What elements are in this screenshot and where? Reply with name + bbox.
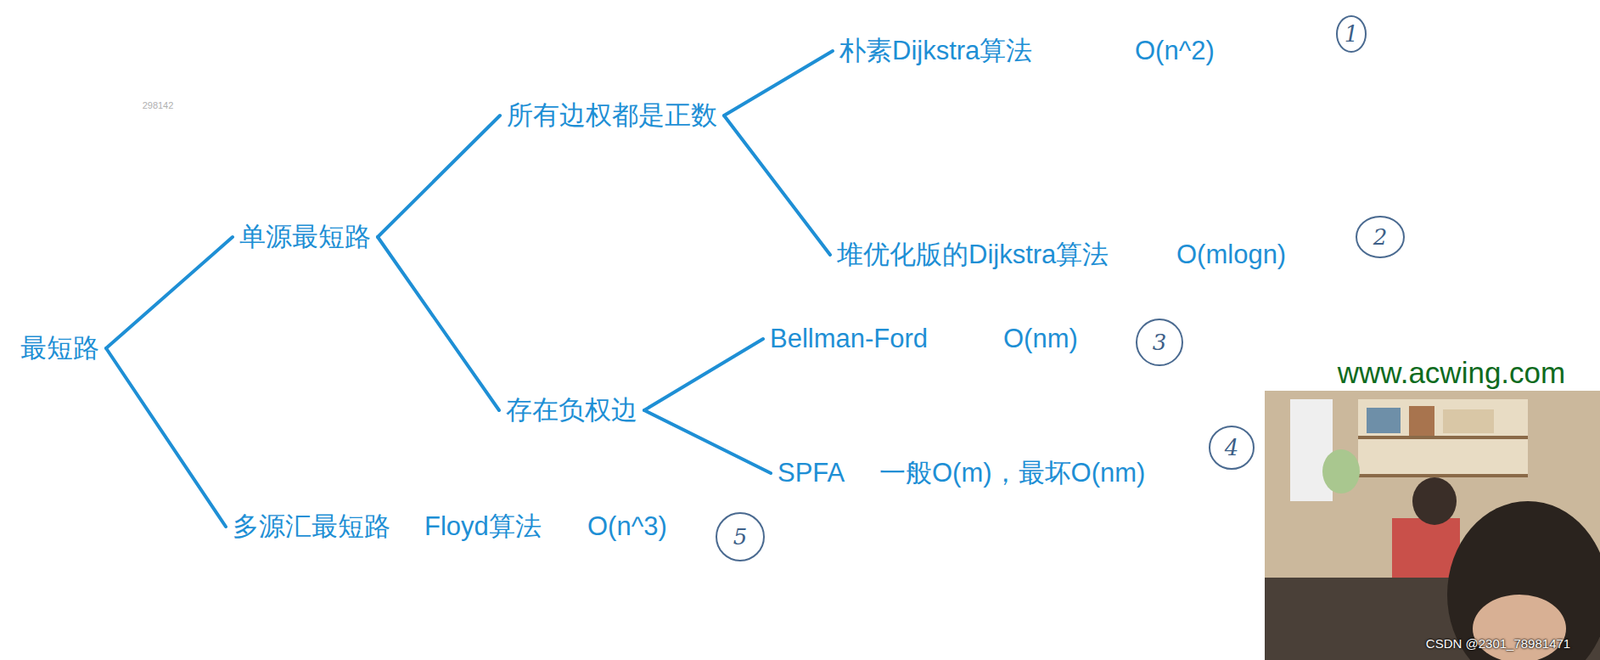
tree-node: 朴素Dijkstra算法 O(n^2): [839, 34, 1217, 68]
complexity-text: 一般O(m)，最坏O(nm): [879, 456, 1146, 489]
watermark: 298142: [142, 100, 175, 111]
callout-number: 3: [1152, 329, 1168, 355]
node-title: Bellman-Ford: [769, 322, 928, 355]
tree-node: 最短路: [20, 331, 102, 365]
node-title: 堆优化版的Dijkstra算法: [836, 238, 1109, 271]
watermark: CSDN @2301_78981471: [1425, 635, 1571, 651]
tree-node: 单源最短路: [239, 220, 373, 253]
tree-node: 存在负权边: [505, 393, 640, 427]
handwritten-circles: [716, 16, 1404, 561]
tree-branch: [377, 236, 500, 410]
tree-branch: [106, 348, 226, 527]
node-title: 朴素Dijkstra算法: [839, 34, 1033, 68]
watermark: www.acwing.com: [1337, 355, 1566, 390]
tree-branch: [644, 409, 771, 473]
complexity-text: Floyd算法: [424, 510, 542, 543]
node-title: 最短路: [20, 331, 100, 365]
complexity-text: O(n^3): [587, 510, 668, 543]
complexity-text: O(nm): [1003, 322, 1078, 355]
tree-branch: [644, 338, 764, 410]
node-title: 存在负权边: [505, 393, 638, 427]
complexity-text: O(n^2): [1134, 34, 1215, 68]
callout-number: 4: [1224, 434, 1240, 461]
callout-number: 5: [733, 523, 748, 550]
complexity-text: O(mlogn): [1176, 238, 1286, 271]
tree-node: SPFA 一般O(m)，最坏O(nm): [777, 456, 1148, 489]
callout-number: 1: [1344, 21, 1359, 47]
tree-branch: [106, 236, 233, 349]
node-title: 所有边权都是正数: [506, 99, 718, 132]
node-title: SPFA: [777, 456, 845, 489]
tree-node: 多源汇最短路 Floyd算法 O(n^3): [232, 510, 669, 543]
webcam-picture: [1264, 390, 1600, 660]
tree-node: 堆优化版的Dijkstra算法 O(mlogn): [836, 238, 1289, 271]
tree-node: Bellman-Ford O(nm): [769, 322, 1080, 355]
tree-branch: [377, 115, 500, 237]
tree-branch: [724, 50, 833, 116]
callout-number: 2: [1373, 224, 1388, 250]
tree-branch: [724, 115, 831, 255]
node-title: 单源最短路: [239, 220, 371, 253]
node-title: 多源汇最短路: [232, 510, 391, 543]
tree-node: 所有边权都是正数: [506, 99, 719, 132]
